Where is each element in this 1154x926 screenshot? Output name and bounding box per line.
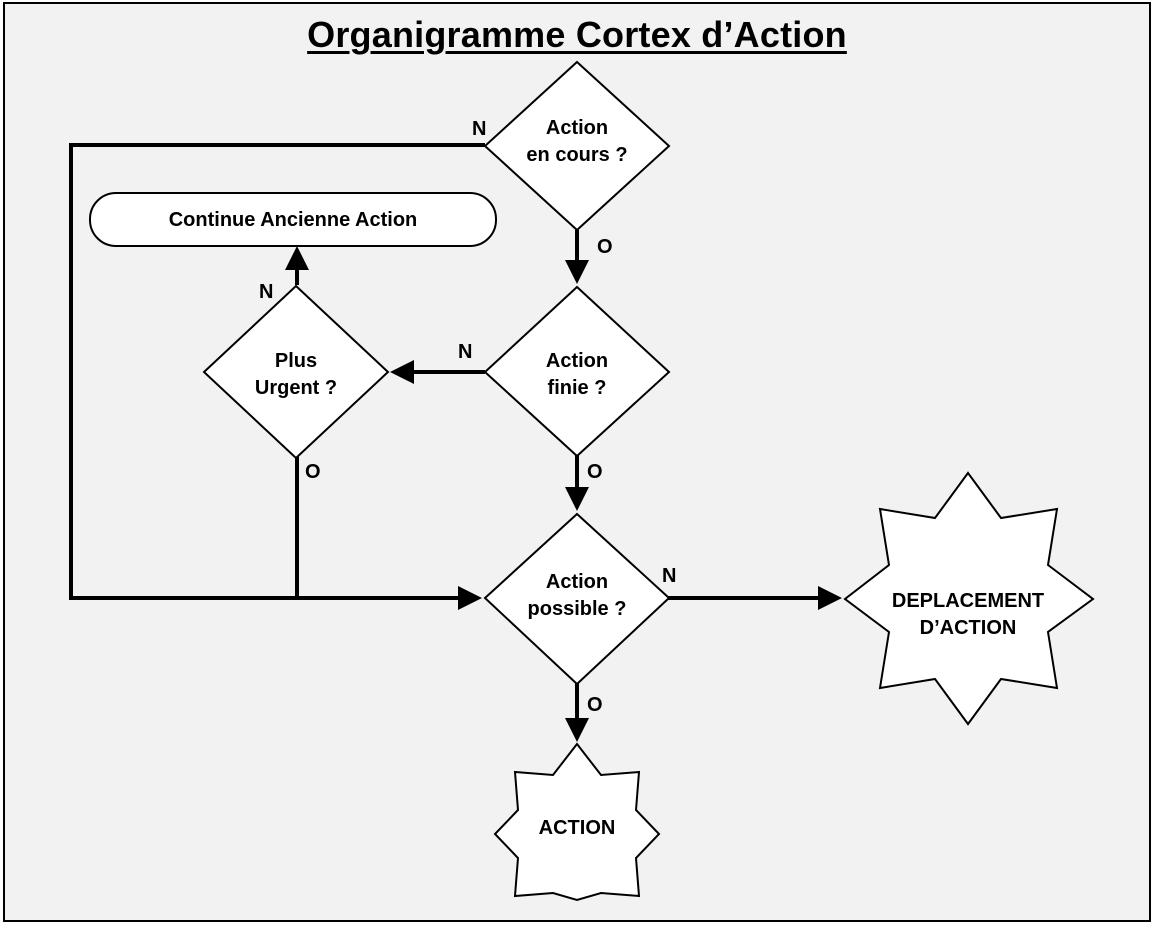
star-action: ACTION [493, 742, 661, 902]
edge-label-finie-yes: O [587, 461, 603, 483]
diagram-title: Organigramme Cortex d’Action [307, 14, 847, 55]
decision-plus-urgent: Plus Urgent ? [202, 284, 390, 460]
decision-action-possible-line1: Action [546, 571, 608, 593]
star-action-label: ACTION [539, 817, 616, 839]
decision-plus-urgent-line2: Urgent ? [255, 377, 337, 399]
decision-action-finie: Action finie ? [483, 285, 671, 458]
decision-action-possible-line2: possible ? [528, 598, 627, 620]
decision-action-en-cours-line2: en cours ? [526, 144, 627, 166]
decision-action-en-cours: Action en cours ? [483, 60, 671, 232]
decision-action-finie-line2: finie ? [548, 377, 607, 399]
edge-label-en-cours-no: N [472, 118, 486, 140]
star-deplacement-line1: DEPLACEMENT [892, 590, 1044, 612]
edge-label-urgent-yes: O [305, 461, 321, 483]
decision-plus-urgent-line1: Plus [275, 350, 317, 372]
star-deplacement-action: DEPLACEMENT D’ACTION [843, 471, 1095, 726]
edge-label-possible-yes: O [587, 694, 603, 716]
decision-action-finie-line1: Action [546, 350, 608, 372]
connector-en-cours-no-loop [69, 143, 485, 600]
terminal-continue-ancienne-action: Continue Ancienne Action [89, 192, 497, 247]
edge-label-finie-no: N [458, 341, 472, 363]
edge-label-en-cours-yes: O [597, 236, 613, 258]
star-deplacement-line2: D’ACTION [920, 617, 1017, 639]
decision-action-possible: Action possible ? [483, 512, 671, 686]
decision-action-en-cours-line1: Action [546, 117, 608, 139]
edge-label-urgent-no: N [259, 281, 273, 303]
edge-label-possible-no: N [662, 565, 676, 587]
terminal-continue-ancienne-action-label: Continue Ancienne Action [169, 209, 418, 231]
